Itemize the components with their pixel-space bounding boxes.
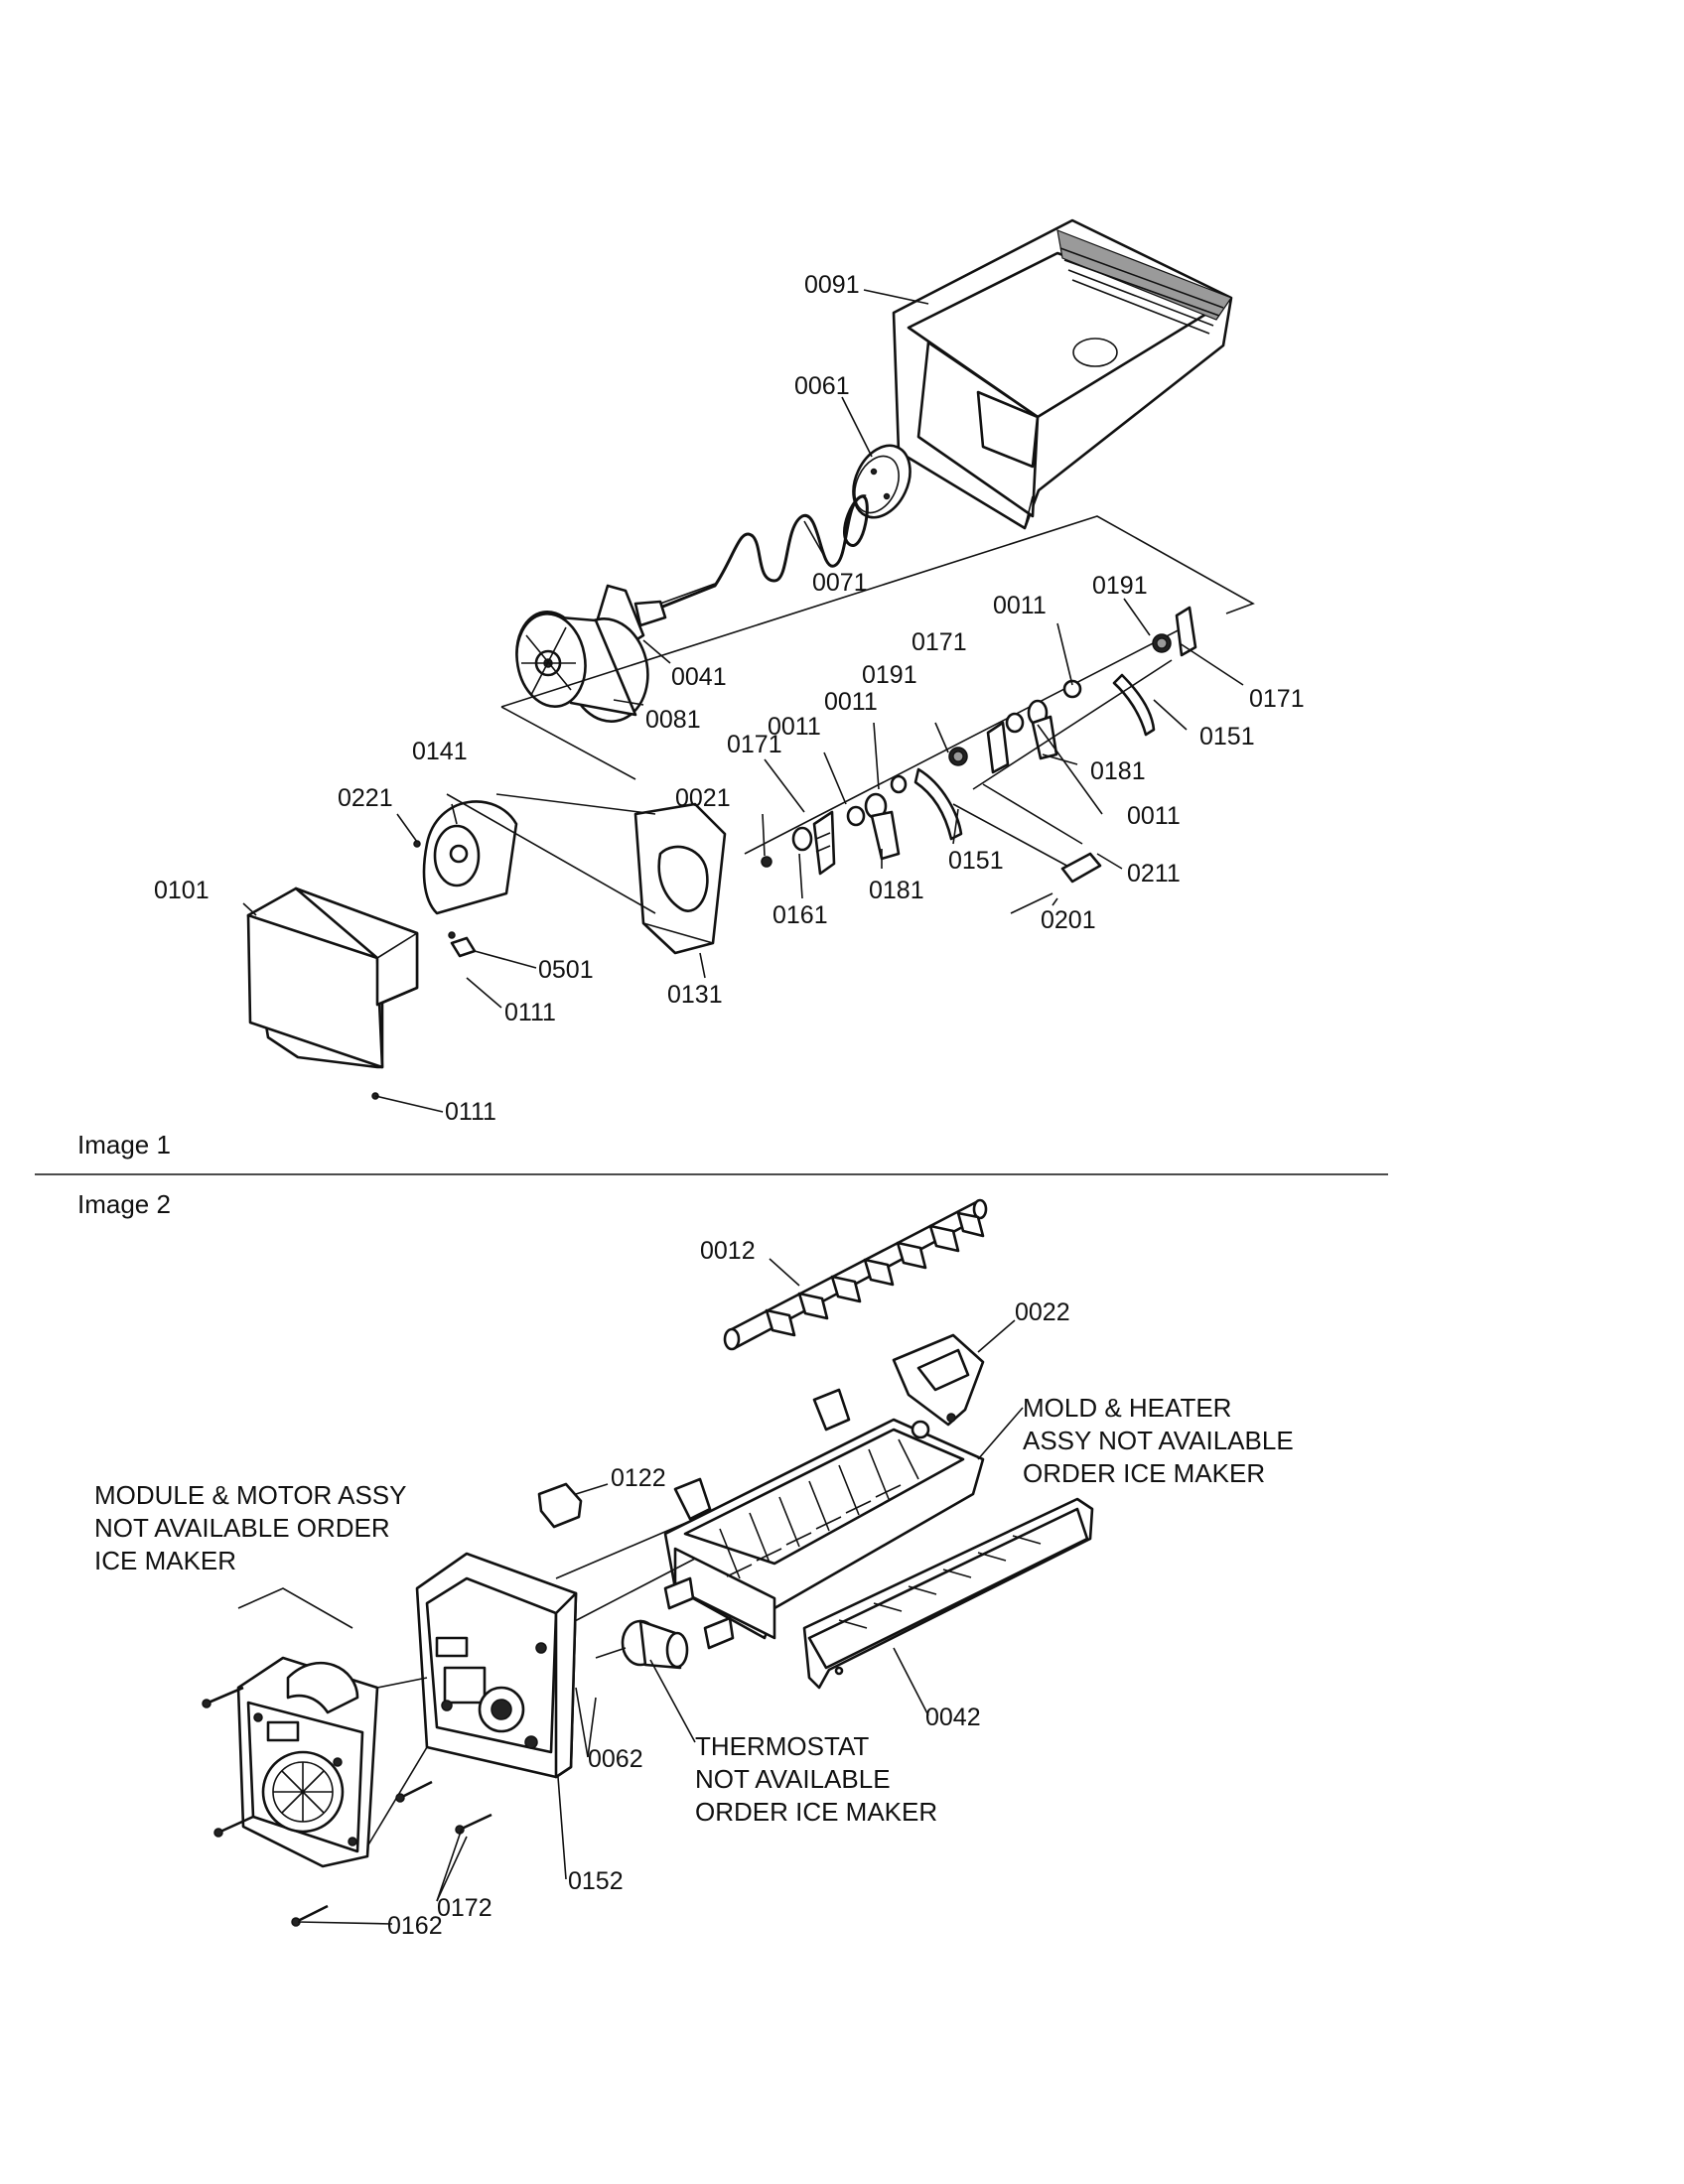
callout-0042: 0042 — [925, 1704, 981, 1731]
module-motor-note-line2: NOT AVAILABLE ORDER — [94, 1513, 390, 1543]
callout-0011: 0011 — [768, 713, 821, 741]
callout-0081: 0081 — [645, 706, 701, 734]
callout-0101: 0101 — [154, 877, 210, 904]
callout-0011: 0011 — [1127, 802, 1181, 830]
callout-0122: 0122 — [611, 1464, 666, 1492]
callout-0162: 0162 — [387, 1912, 443, 1940]
callout-0152: 0152 — [568, 1867, 624, 1895]
image2-diagram: Image 2 — [77, 1189, 1294, 1940]
image1-callouts: 0091 0061 0071 0041 0081 0011 0191 0171 … — [154, 271, 1305, 1126]
clip-part — [537, 1482, 583, 1529]
shaft-assembly-part — [744, 606, 1197, 914]
mold-heater-note: MOLD & HEATER ASSY NOT AVAILABLE ORDER I… — [1023, 1393, 1294, 1488]
mold-heater-note-line3: ORDER ICE MAKER — [1023, 1458, 1265, 1488]
callout-0041: 0041 — [671, 663, 727, 691]
callout-0181: 0181 — [869, 877, 924, 904]
callout-0211: 0211 — [1127, 860, 1181, 887]
callout-0191: 0191 — [1092, 572, 1148, 600]
callout-0201: 0201 — [1041, 906, 1096, 934]
callout-0151: 0151 — [1199, 723, 1255, 751]
callout-0161: 0161 — [772, 901, 828, 929]
callout-0021: 0021 — [675, 784, 731, 812]
callout-0091: 0091 — [804, 271, 860, 299]
mold-heater-part — [663, 1388, 985, 1640]
callout-0221: 0221 — [338, 784, 393, 812]
callout-0062: 0062 — [588, 1745, 643, 1773]
ice-bucket-part — [892, 218, 1233, 530]
thermostat-note: THERMOSTAT NOT AVAILABLE ORDER ICE MAKER — [695, 1731, 937, 1827]
thermostat-note-line3: ORDER ICE MAKER — [695, 1797, 937, 1827]
thermostat-note-line1: THERMOSTAT — [695, 1731, 869, 1761]
motor-cover-part — [246, 887, 477, 1100]
drive-cup-part — [515, 611, 649, 723]
image1-caption: Image 1 — [77, 1130, 171, 1160]
callout-0172: 0172 — [437, 1894, 492, 1922]
callout-0171: 0171 — [1249, 685, 1305, 713]
callout-0071: 0071 — [812, 569, 868, 597]
module-motor-part — [236, 1656, 379, 1868]
image2-callouts: 0012 0022 0122 0042 0062 0152 0172 0162 — [387, 1237, 1070, 1940]
ejector-part — [723, 1198, 988, 1351]
callout-0111: 0111 — [504, 999, 556, 1026]
module-motor-note-line3: ICE MAKER — [94, 1546, 236, 1575]
mold-heater-note-line2: ASSY NOT AVAILABLE — [1023, 1426, 1294, 1455]
callout-0191: 0191 — [862, 661, 917, 689]
callout-0501: 0501 — [538, 956, 594, 984]
stripper-end-part — [892, 1333, 985, 1427]
mold-heater-note-line1: MOLD & HEATER — [1023, 1393, 1231, 1423]
motor-housing-part — [422, 793, 656, 915]
image1-diagram: 0091 0061 0071 0041 0081 0011 0191 0171 … — [77, 218, 1305, 1160]
callout-0131: 0131 — [667, 981, 723, 1009]
mounting-plate-part — [633, 802, 727, 955]
callout-0141: 0141 — [412, 738, 468, 765]
screws-part — [202, 1686, 492, 1927]
callout-0151: 0151 — [948, 847, 1004, 875]
fill-trough-part — [802, 1497, 1094, 1690]
callout-0011: 0011 — [824, 688, 878, 716]
control-housing-part — [415, 1552, 578, 1779]
thermostat-note-line2: NOT AVAILABLE — [695, 1764, 891, 1794]
image2-leader-lines — [297, 1258, 1024, 1925]
callout-0061: 0061 — [794, 372, 850, 400]
callout-0181: 0181 — [1090, 757, 1146, 785]
module-motor-note: MODULE & MOTOR ASSY NOT AVAILABLE ORDER … — [94, 1480, 406, 1575]
image1-leader-lines — [242, 289, 1244, 1113]
auger-part — [659, 494, 869, 610]
callout-0011: 0011 — [993, 592, 1047, 619]
callout-0111: 0111 — [445, 1098, 496, 1126]
callout-0171: 0171 — [912, 628, 967, 656]
image2-caption: Image 2 — [77, 1189, 171, 1219]
thermostat-part — [595, 1619, 689, 1670]
module-motor-note-line1: MODULE & MOTOR ASSY — [94, 1480, 406, 1510]
callout-0012: 0012 — [700, 1237, 756, 1265]
callout-0022: 0022 — [1015, 1298, 1070, 1326]
callout-0171: 0171 — [727, 731, 782, 758]
